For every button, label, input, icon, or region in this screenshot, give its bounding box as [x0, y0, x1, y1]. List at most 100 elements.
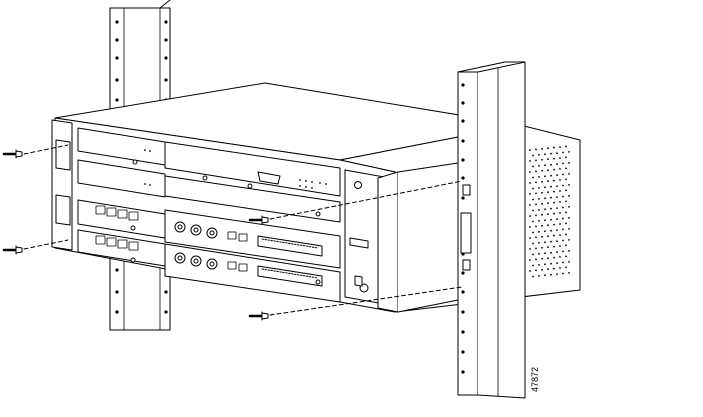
vent-hole	[535, 148, 537, 151]
vent-hole	[559, 168, 561, 170]
vent-hole	[565, 266, 567, 269]
vent-hole	[568, 261, 570, 263]
status-leds	[144, 149, 327, 189]
vent-hole	[568, 162, 570, 164]
vent-hole	[544, 263, 546, 266]
vent-hole	[556, 174, 558, 177]
vent-hole	[529, 259, 531, 261]
vent-hole	[550, 229, 552, 232]
vent-hole	[550, 152, 552, 155]
vent-hole	[562, 151, 564, 154]
vent-hole	[553, 157, 555, 160]
vent-hole	[532, 275, 534, 278]
vent-hole	[529, 226, 531, 228]
vent-hole	[550, 196, 552, 199]
vent-hole	[553, 234, 555, 237]
vent-hole	[565, 189, 567, 192]
vent-hole	[529, 193, 531, 195]
vent-hole	[538, 242, 540, 244]
vent-hole	[553, 179, 555, 182]
vent-hole	[550, 240, 552, 243]
vent-hole	[544, 186, 546, 189]
vent-hole	[559, 146, 561, 148]
vent-hole	[538, 165, 540, 167]
vent-hole	[556, 251, 558, 254]
vent-hole	[529, 204, 531, 206]
vent-hole	[556, 262, 558, 264]
vent-hole	[544, 230, 546, 233]
vent-hole	[535, 247, 537, 250]
vent-hole	[559, 212, 561, 214]
vent-hole	[532, 209, 534, 212]
vent-hole	[532, 231, 534, 234]
vent-hole	[541, 202, 543, 205]
vent-hole	[544, 197, 546, 200]
vent-hole	[532, 198, 534, 201]
vent-hole	[538, 275, 540, 277]
ethernet-port-bank	[95, 205, 139, 251]
vent-hole	[556, 196, 558, 199]
vent-hole	[553, 190, 555, 193]
left-mounting-ear	[51, 119, 73, 251]
vent-hole	[553, 245, 555, 248]
vent-hole	[547, 169, 549, 172]
vent-hole	[529, 149, 531, 151]
scsi-connectors	[257, 235, 323, 287]
vent-hole	[562, 217, 564, 220]
vent-hole	[550, 218, 552, 221]
vent-hole	[529, 171, 531, 173]
vent-hole	[529, 237, 531, 239]
vent-hole	[535, 192, 537, 195]
vent-hole	[538, 231, 540, 233]
vent-hole	[535, 258, 537, 261]
vent-hole	[544, 153, 546, 156]
vent-hole	[550, 262, 552, 265]
vent-hole	[562, 195, 564, 198]
vent-hole	[550, 207, 552, 210]
vent-hole	[532, 242, 534, 245]
vent-hole	[538, 198, 540, 200]
vent-hole	[562, 206, 564, 209]
module-captive-screws	[130, 159, 321, 285]
vent-hole	[538, 253, 540, 255]
vent-hole	[550, 273, 552, 276]
bnc-connectors	[174, 221, 218, 270]
vent-hole	[541, 169, 543, 172]
vent-hole	[529, 182, 531, 184]
vent-hole	[556, 229, 558, 232]
vent-hole	[532, 264, 534, 267]
right-mounting-ear	[377, 171, 399, 313]
vent-hole	[532, 165, 534, 168]
vent-hole	[553, 223, 555, 226]
vent-hole	[547, 147, 549, 150]
vent-hole	[538, 187, 540, 189]
vent-hole	[556, 273, 558, 275]
left-rack-post	[109, 0, 171, 331]
vent-hole	[565, 211, 567, 214]
vent-hole	[535, 159, 537, 162]
vent-hole	[556, 185, 558, 188]
vent-hole	[535, 203, 537, 206]
vent-hole	[553, 168, 555, 171]
vent-hole	[541, 268, 543, 271]
vent-hole	[550, 174, 552, 177]
vent-hole	[547, 268, 549, 271]
vent-hole	[547, 191, 549, 194]
vent-hole	[544, 274, 546, 277]
vent-hole	[535, 214, 537, 217]
vent-hole	[544, 175, 546, 178]
vent-hole	[529, 215, 531, 217]
vent-hole	[547, 224, 549, 227]
vent-hole	[547, 235, 549, 238]
vent-hole	[568, 184, 570, 186]
vent-hole	[562, 162, 564, 165]
vent-hole	[532, 154, 534, 157]
vent-hole	[550, 251, 552, 254]
mounting-screw-lower-right	[248, 286, 463, 321]
console-connector	[257, 171, 281, 185]
vent-hole	[547, 257, 549, 260]
vent-hole	[553, 201, 555, 204]
vent-hole	[529, 160, 531, 162]
vent-hole	[544, 219, 546, 222]
